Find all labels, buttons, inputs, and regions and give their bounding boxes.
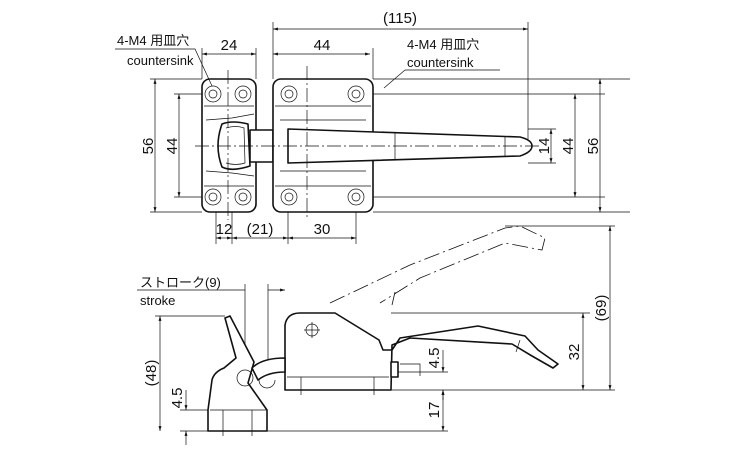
- side-view: ストローク(9) stroke (69) 32 4.5 17 (48) 4.5: [137, 225, 615, 445]
- dim-overall-length: (115): [383, 10, 417, 27]
- dim-handle-width: 14: [536, 138, 553, 155]
- countersink-holes: [204, 85, 365, 206]
- right-note-jp: 4-M4 用皿穴: [407, 37, 479, 52]
- latch-side: [236, 312, 559, 395]
- dim-left-plate-width: 24: [221, 37, 238, 54]
- stroke-label-en: stroke: [140, 293, 175, 308]
- top-view: (115) 24 44 56 44 14 44 56 12 (21) 30 4-…: [115, 10, 630, 244]
- dim-bottom-12: 12: [216, 221, 233, 238]
- dim-right-hole-pitch: 44: [560, 138, 577, 155]
- left-note-jp: 4-M4 用皿穴: [117, 33, 189, 48]
- stroke-label-jp: ストローク(9): [140, 275, 221, 290]
- dim-left-height: 56: [140, 138, 157, 155]
- left-strike-plate: [201, 78, 274, 213]
- left-note-en: countersink: [127, 53, 194, 68]
- dim-open-height: (69): [593, 295, 610, 322]
- dim-right-height: 56: [585, 138, 602, 155]
- dim-left-hole-pitch: 44: [164, 138, 181, 155]
- right-note-en: countersink: [407, 55, 474, 70]
- dim-offset-4-5: 4.5: [426, 348, 443, 369]
- dim-48: (48): [143, 360, 160, 387]
- strike-side: [207, 315, 268, 436]
- dim-right-plate-width: 44: [314, 37, 331, 54]
- dim-height-32: 32: [566, 344, 583, 361]
- dim-base-4-5: 4.5: [169, 388, 186, 409]
- dim-bottom-21: (21): [247, 221, 274, 238]
- dim-bottom-30: 30: [314, 221, 331, 238]
- dim-17: 17: [426, 402, 443, 419]
- handle-open-phantom: [329, 225, 546, 306]
